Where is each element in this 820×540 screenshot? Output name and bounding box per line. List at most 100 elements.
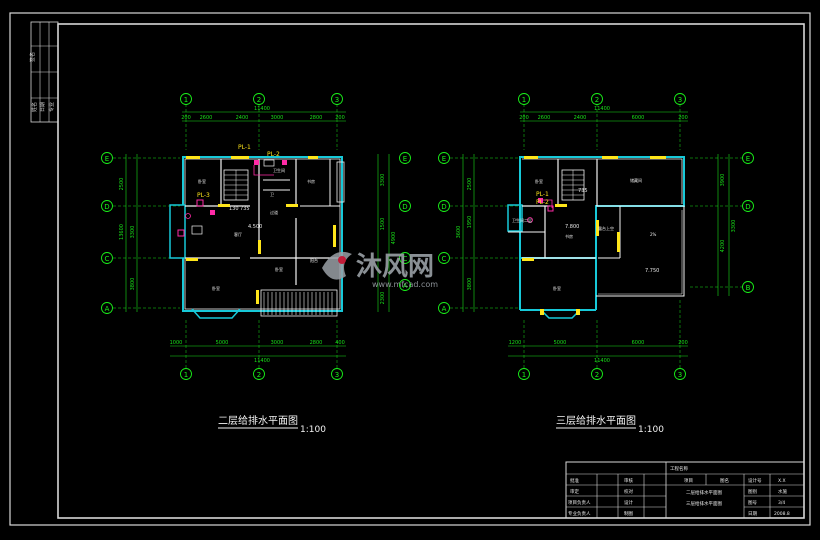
- dimension-text: 2400: [236, 115, 249, 121]
- fixture-mark: [538, 198, 543, 203]
- room-label: 客厅: [234, 231, 242, 237]
- dimension-text: 11400: [594, 358, 610, 364]
- right-room-labels: 卧室 储藏间 卫生间二层 书房 露台上空 卧室 2%: [512, 177, 657, 291]
- left-plumbing-fixtures: [177, 159, 287, 237]
- axis-bubble: [399, 200, 411, 212]
- left-room-labels: 卧室 卫生间 书房 卫 客厅 卧室 卧室 阳台 过道: [198, 167, 318, 291]
- fixture-mark: [210, 210, 215, 215]
- dimension-text: 2300: [380, 292, 386, 305]
- axis-label: 2: [595, 371, 599, 379]
- left-top-dimensions: 11400 200 2600 2400 3000 2800 200: [181, 106, 346, 122]
- axis-bubble: [180, 93, 192, 105]
- balcony-hatch: [263, 292, 333, 315]
- dimension-text: 200: [678, 115, 688, 121]
- elevation-text: 735: [240, 206, 250, 212]
- outer-sheet-border: [9, 12, 811, 526]
- dimension-text: 4200: [720, 240, 726, 253]
- dimension-text: 3300: [130, 226, 136, 239]
- room-label: 阳台: [310, 257, 318, 263]
- axis-bubble: [438, 200, 450, 212]
- axis-label: A: [105, 305, 110, 313]
- dimension-text: 2800: [310, 340, 323, 346]
- title-block: 工程名称 项目 图名 批准 审核 审定 校对 项目负责人 设计 专业负责人 制图…: [565, 461, 805, 519]
- axis-bubble: [742, 281, 754, 293]
- axis-bubble: [253, 93, 265, 105]
- room-label: 露台上空: [598, 225, 614, 231]
- axis-bubble: [591, 368, 603, 380]
- watermark: 沐风网 www.mfcad.com: [322, 251, 438, 289]
- sidebar-label: 姓名: [31, 102, 38, 112]
- left-plan-walls: [169, 156, 345, 319]
- left-bottom-dimensions: 1000 5000 3000 2800 400 11400 1 2 3: [170, 320, 346, 380]
- dimension-text: 11400: [254, 358, 270, 364]
- right-bottom-dimensions: 1200 5000 6000 200 11400 1 2 3: [508, 300, 688, 380]
- right-right-axes: E D B 3900 4200 3300: [690, 152, 754, 296]
- elevation-text: 735: [578, 188, 588, 194]
- room-label: 书房: [307, 178, 315, 184]
- room-label: 书房: [565, 233, 573, 239]
- axis-label: A: [442, 305, 447, 313]
- riser-label: PL-1: [238, 144, 251, 151]
- yellow-mark: [258, 240, 261, 254]
- left-yellow-accents: [186, 156, 336, 304]
- bay-wall: [507, 204, 523, 232]
- axis-bubble: [518, 93, 530, 105]
- bay-wall: [169, 204, 186, 259]
- bay-window: [191, 308, 241, 319]
- room-label: 卫: [270, 192, 274, 197]
- dimension-text: 1950: [467, 216, 473, 229]
- exterior-wall: [182, 156, 343, 312]
- elevation-text: 7.800: [565, 224, 579, 230]
- elevation-text: 7.750: [645, 268, 659, 274]
- pipe-line: [543, 199, 553, 208]
- axis-label: C: [403, 255, 408, 263]
- axis-label: 3: [335, 371, 339, 379]
- left-side-axes: E D C A 2500 3300 3800 13600: [101, 152, 180, 314]
- yellow-mark: [524, 156, 538, 159]
- dimension-text: 3800: [467, 278, 473, 291]
- title-block-cell: 批准: [570, 477, 579, 484]
- floor-drain: [527, 217, 533, 223]
- title-block-cell: 图号: [748, 500, 757, 506]
- balcony: [260, 289, 338, 317]
- title-block-cell: 设计号: [748, 477, 762, 484]
- dimension-text: 4900: [391, 232, 397, 245]
- dimension-text: 3600: [456, 226, 462, 239]
- axis-label: 3: [678, 371, 682, 379]
- title-block-frame: [565, 461, 805, 519]
- watermark-brand: 沐风网: [356, 252, 434, 282]
- title-block-cell: 制图: [624, 510, 633, 517]
- axis-bubble: [399, 279, 411, 291]
- sidebar-label: 签名: [29, 52, 36, 62]
- dimension-text: 2500: [119, 178, 125, 191]
- elevation-text: 4.500: [248, 224, 262, 230]
- dimension-text: 1200: [509, 340, 522, 346]
- right-top-axes: 1 2 3: [518, 93, 686, 150]
- axis-label: B: [746, 284, 751, 292]
- fixture-mark: [547, 205, 554, 212]
- dimension-text: 3300: [731, 220, 737, 233]
- watermark-url: www.mfcad.com: [372, 280, 438, 289]
- room-label: 卧室: [275, 266, 283, 272]
- axis-bubble: [438, 252, 450, 264]
- axis-label: D: [441, 203, 446, 211]
- title-block-cell: 审核: [624, 477, 633, 484]
- fixture-mark: [196, 199, 204, 207]
- title-block-drawing-name: 二层给排水平面图: [686, 489, 722, 496]
- riser-label: PL-2: [267, 151, 280, 158]
- window: [336, 161, 345, 203]
- axis-label: 2: [595, 96, 599, 104]
- axis-bubble: [518, 368, 530, 380]
- title-block-cell: 2008.8: [774, 511, 790, 517]
- dimension-text: 200: [335, 115, 345, 121]
- dimension-text: 200: [181, 115, 191, 121]
- dimension-text: 3300: [380, 174, 386, 187]
- room-label: 卫生间: [273, 167, 285, 173]
- axis-label: C: [442, 255, 447, 263]
- room-label: 卧室: [553, 285, 561, 291]
- dimension-text: 5000: [554, 340, 567, 346]
- riser-label: PL-3: [197, 192, 210, 199]
- elevation-text: 130: [229, 206, 239, 212]
- dimension-text: 2600: [538, 115, 551, 121]
